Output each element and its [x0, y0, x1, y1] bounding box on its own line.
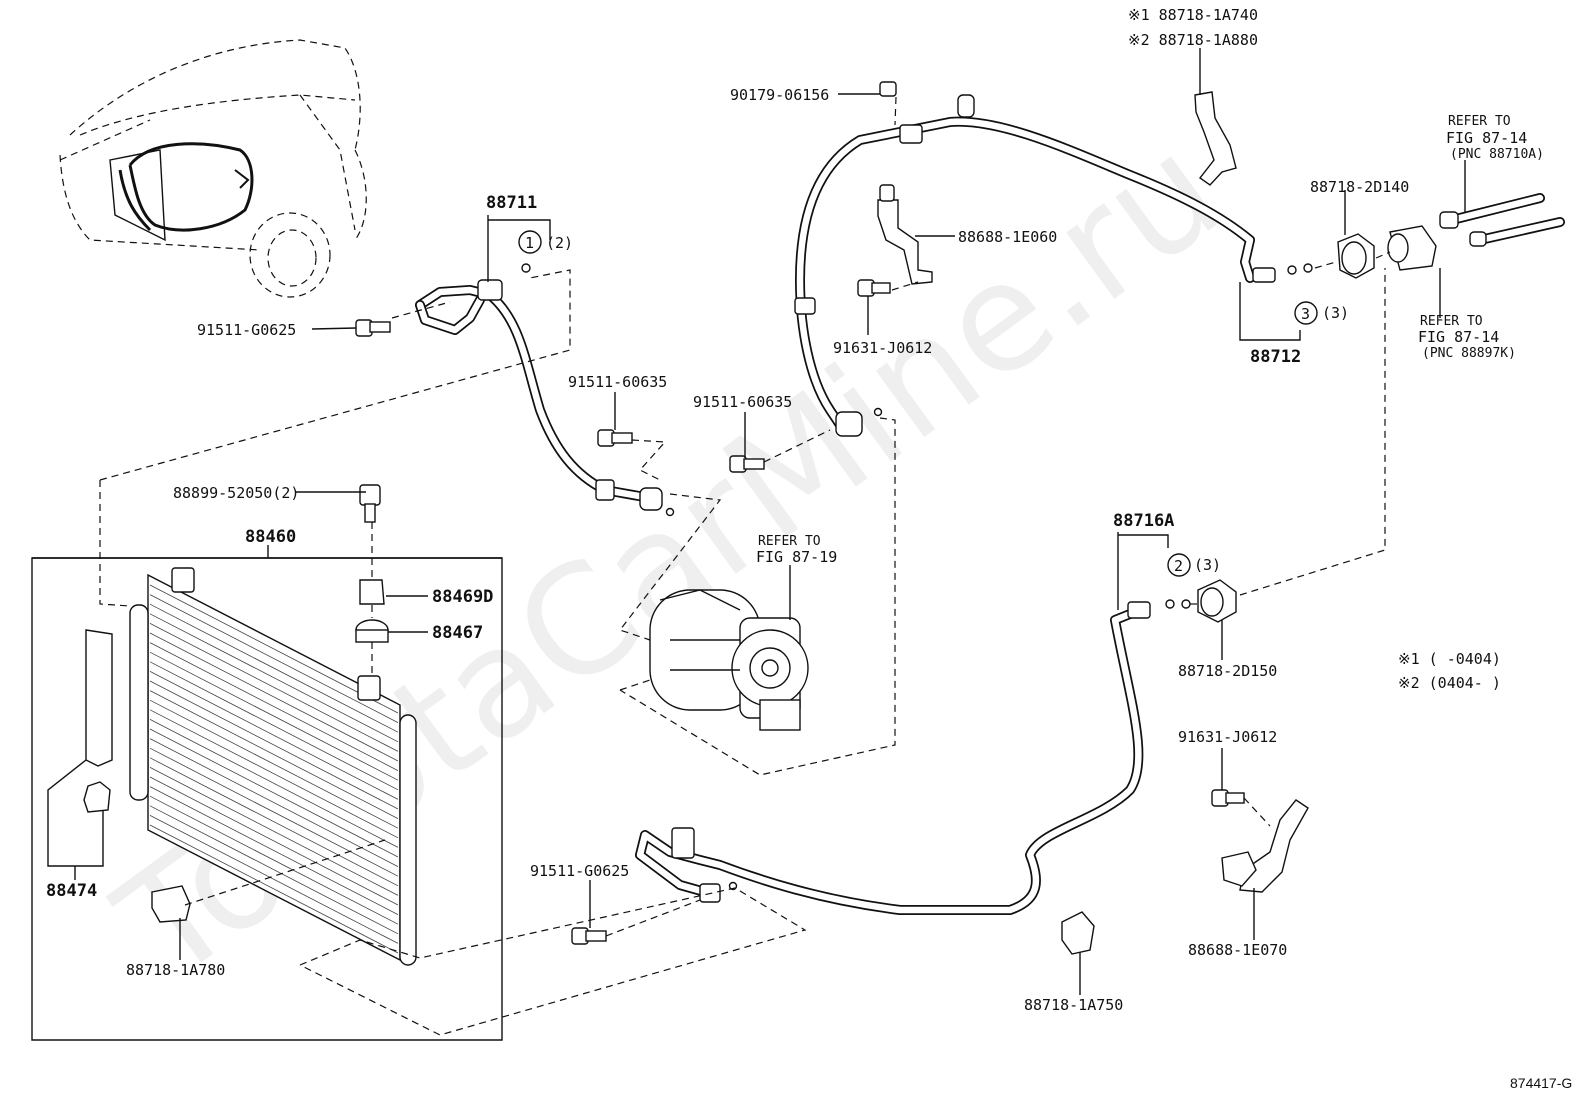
- condenser-fin: [149, 661, 399, 791]
- part-label-91511-60635-b: 91511-60635: [693, 393, 792, 411]
- condenser-fin: [149, 594, 399, 723]
- note-fig-87-19: FIG 87-19: [756, 548, 837, 566]
- qty-label-callout-2: (3): [1194, 556, 1221, 574]
- callout-1: 1: [518, 230, 542, 254]
- note-date-range-1: ※1 ( -0404): [1398, 650, 1501, 668]
- part-label-88688-1e070: 88688-1E070: [1188, 941, 1287, 959]
- part-label-88688-1e060: 88688-1E060: [958, 228, 1057, 246]
- part-label-88469d: 88469D: [432, 587, 493, 607]
- hose-88711: [415, 263, 675, 517]
- note-date-range-2: ※2 (0404- ): [1398, 674, 1501, 692]
- note-refer-to-c: REFER TO: [758, 534, 821, 549]
- part-label-88718-1a880: ※2 88718-1A880: [1128, 31, 1258, 49]
- condenser-fin: [149, 728, 399, 858]
- part-label-88712: 88712: [1250, 347, 1301, 367]
- condenser-assembly-box: [31, 557, 503, 1041]
- condenser-fin: [149, 690, 399, 819]
- svg-text:2: 2: [1174, 557, 1183, 575]
- condenser-fin: [149, 795, 399, 925]
- fitting-refer-87-14: [1387, 193, 1565, 271]
- condenser-fin: [149, 747, 399, 877]
- note-refer-to-b: REFER TO: [1420, 314, 1483, 329]
- part-label-88718-1a780: 88718-1A780: [126, 961, 225, 979]
- part-label-91631-j0612-lower: 91631-J0612: [1178, 728, 1277, 746]
- part-label-91511-60635-a: 91511-60635: [568, 373, 667, 391]
- bolt-91631-j0612-lower: [1211, 789, 1245, 807]
- condenser-fin: [149, 671, 399, 800]
- svg-text:1: 1: [525, 234, 534, 252]
- condenser-fin: [149, 738, 399, 867]
- bolt-91511-60635-b: [729, 455, 765, 473]
- fitting-88718-2d140: [1337, 233, 1375, 279]
- receiver-88474: [83, 629, 113, 813]
- condenser-fin: [149, 805, 399, 935]
- bolt-88899-52050: [359, 484, 381, 523]
- bolt-91631-j0612-top: [857, 279, 891, 297]
- condenser-fin: [149, 767, 399, 896]
- part-label-88718-2d140: 88718-2D140: [1310, 178, 1409, 196]
- svg-text:3: 3: [1301, 305, 1310, 323]
- clamp-88718-1a750: [1061, 911, 1095, 955]
- condenser-fin: [149, 623, 399, 752]
- note-fig-87-14-b: FIG 87-14: [1418, 328, 1499, 346]
- part-label-90179-06156: 90179-06156: [730, 86, 829, 104]
- condenser-fin: [149, 719, 399, 848]
- part-label-88716a: 88716A: [1113, 511, 1174, 531]
- part-label-91511-g0625-top: 91511-G0625: [197, 321, 296, 339]
- condenser-fin: [149, 632, 399, 762]
- bolt-91511-60635-a: [597, 429, 633, 447]
- condenser-fin: [149, 709, 399, 839]
- compressor-illustration: [649, 589, 809, 731]
- hose-88712: [794, 94, 1313, 437]
- stopper-88469d: [359, 579, 385, 605]
- note-pnc-88710a: (PNC 88710A): [1450, 147, 1544, 162]
- condenser-fin: [149, 757, 399, 887]
- hose-88716a: [635, 599, 1191, 915]
- clamp-88718-1a780: [151, 885, 191, 923]
- note-refer-to-a: REFER TO: [1448, 114, 1511, 129]
- condenser-fin: [149, 786, 399, 915]
- part-label-88718-1a740: ※1 88718-1A740: [1128, 6, 1258, 24]
- figure-code: 874417-G: [1510, 1075, 1572, 1091]
- part-label-91631-j0612-top: 91631-J0612: [833, 339, 932, 357]
- condenser-fin: [149, 613, 399, 743]
- callout-2: 2: [1167, 553, 1191, 577]
- qty-label-callout-1: (2): [546, 234, 573, 252]
- part-label-88718-2d150: 88718-2D150: [1178, 662, 1277, 680]
- bracket-88718-1a740: [1194, 91, 1237, 186]
- note-pnc-88897k: (PNC 88897K): [1422, 346, 1516, 361]
- cushion-88467: [355, 619, 389, 643]
- part-label-91511-g0625-lower: 91511-G0625: [530, 862, 629, 880]
- callout-3: 3: [1294, 301, 1318, 325]
- condenser-fin: [149, 699, 399, 829]
- note-fig-87-14-a: FIG 87-14: [1446, 129, 1527, 147]
- condenser-fin: [149, 642, 399, 771]
- qty-label-callout-3: (3): [1322, 304, 1349, 322]
- leader-lines: [47, 48, 1466, 995]
- part-label-88899-52050: 88899-52050(2): [173, 484, 299, 502]
- fitting-88718-2d150: [1197, 579, 1237, 623]
- vehicle-illustration: [59, 39, 367, 298]
- condenser-fin: [149, 651, 399, 781]
- part-label-88474: 88474: [46, 881, 97, 901]
- dashed-references: [99, 96, 1391, 1036]
- nut-90179-06156: [879, 81, 897, 97]
- bolt-91511-g0625-top: [355, 319, 391, 337]
- bracket-88688-1e060: [877, 184, 933, 285]
- condenser-core: [129, 567, 417, 966]
- part-label-88467: 88467: [432, 623, 483, 643]
- condenser-fin: [149, 776, 399, 906]
- bracket-88688-1e070: [1221, 799, 1309, 893]
- part-label-88460: 88460: [245, 527, 296, 547]
- condenser-fin: [149, 680, 399, 810]
- condenser-fin: [149, 815, 399, 944]
- condenser-fin: [149, 603, 399, 733]
- bolt-91511-g0625-lower: [571, 927, 607, 945]
- condenser-fin: [149, 824, 399, 954]
- condenser-fin: [149, 584, 399, 714]
- part-label-88718-1a750: 88718-1A750: [1024, 996, 1123, 1014]
- part-label-88711: 88711: [486, 193, 537, 213]
